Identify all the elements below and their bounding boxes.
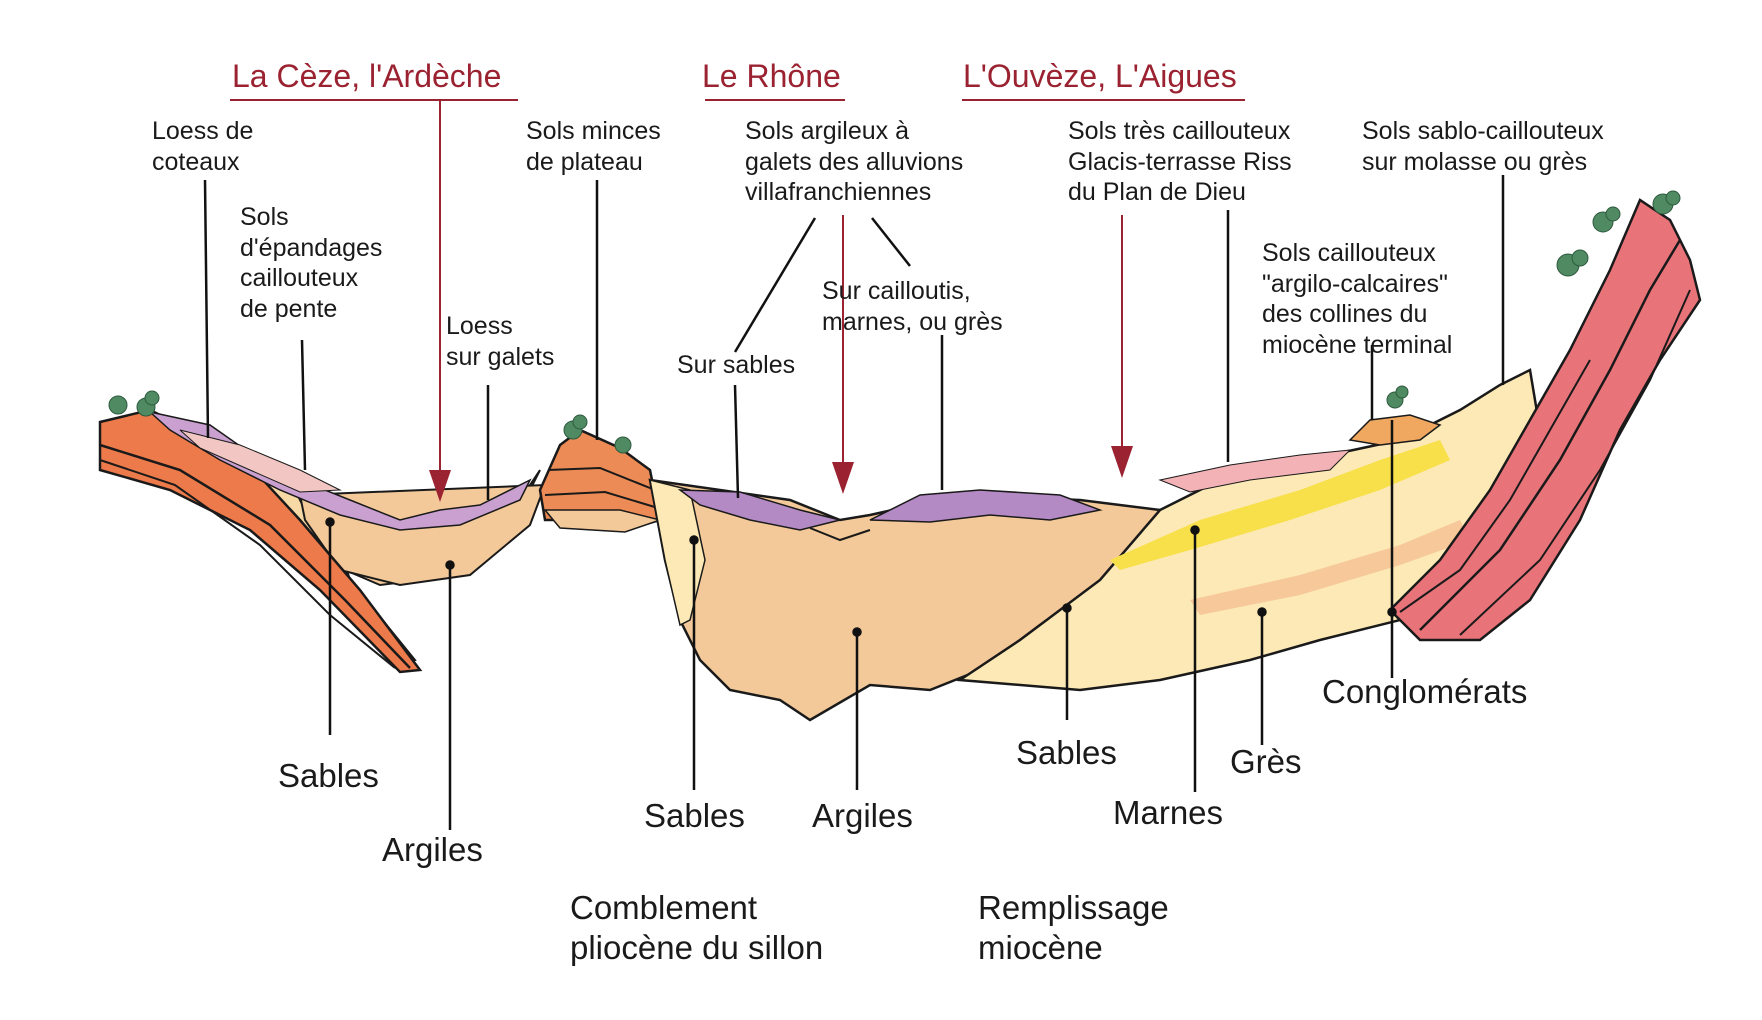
- rhone-soil-purple: [677, 489, 841, 531]
- label-sables-center: Sables: [644, 797, 745, 834]
- river-arrows: [429, 100, 1133, 502]
- label-argiles-left: Argiles: [382, 831, 483, 868]
- label-sur-sables: Sur sables: [677, 351, 796, 379]
- plateau-line-1: [547, 466, 656, 491]
- left-soil-pink: [179, 429, 342, 493]
- label-argilo-calcaires: Sols caillouteux"argilo-calcaires"des co…: [1262, 239, 1453, 359]
- label-marnes: Marnes: [1113, 794, 1224, 831]
- leader-lines: [203, 175, 1505, 830]
- river-title-ceze: La Cèze, l'Ardèche: [232, 58, 502, 94]
- vegetation-icons: [108, 190, 1681, 454]
- river-title-ouveze: L'Ouvèze, L'Aigues: [963, 58, 1237, 94]
- label-sur-cailloutis: Sur cailloutis,marnes, ou grès: [822, 277, 1003, 336]
- label-sables-left: Sables: [278, 757, 379, 794]
- left-strata-line-1: [99, 443, 411, 669]
- right-pink-ridge: [1388, 198, 1702, 642]
- rhone-soil-purple-right: [869, 489, 1103, 523]
- miocene-soil-pink: [1158, 449, 1352, 493]
- left-strata-line-2: [99, 459, 396, 669]
- label-sables-right: Sables: [1016, 734, 1117, 771]
- river-title-rhone: Le Rhône: [702, 58, 841, 94]
- label-gres: Grès: [1230, 743, 1302, 780]
- ridge-line-1: [1419, 239, 1682, 631]
- ridge-line-3: [1399, 359, 1591, 613]
- label-argiles-center: Argiles: [812, 797, 913, 834]
- rhone-channel: [809, 527, 871, 542]
- ridge-line-2: [1459, 289, 1691, 636]
- miocene-orange-band: [1190, 520, 1470, 615]
- plateau-line-2: [544, 490, 659, 509]
- plateau-base: [543, 509, 663, 533]
- conglomerate-cap: [1348, 414, 1442, 446]
- label-conglomerats: Conglomérats: [1322, 673, 1528, 710]
